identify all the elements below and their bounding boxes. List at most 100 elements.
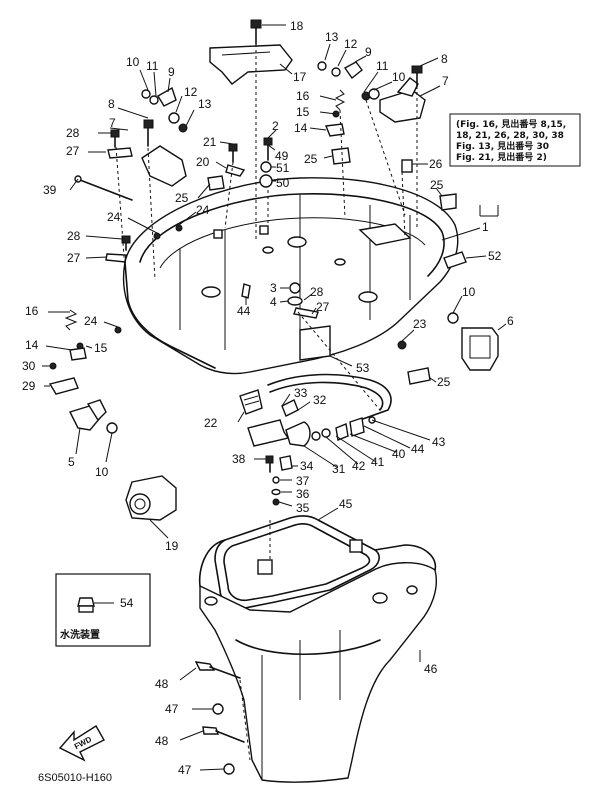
callout-47: 47: [178, 763, 192, 777]
callout-13: 13: [198, 97, 212, 111]
callout-1: 1: [482, 220, 489, 234]
callout-14: 14: [294, 121, 308, 135]
callout-27: 27: [66, 144, 80, 158]
fittings-40-44: [311, 416, 376, 441]
grommet-10-right: [447, 312, 459, 324]
callout-44: 44: [411, 442, 425, 456]
callout-7: 7: [442, 74, 449, 88]
bracket-31-34: [247, 399, 311, 471]
callout-36: 36: [296, 487, 310, 501]
callout-5: 5: [68, 455, 75, 469]
cowling-seal: [214, 515, 380, 610]
callout-10: 10: [392, 70, 406, 84]
callout-28: 28: [310, 285, 324, 299]
fasteners-35-38: [265, 455, 281, 506]
callout-11: 11: [376, 59, 389, 73]
reference-note: (Fig. 16, 見出番号 8,15, 18, 21, 26, 28, 30,…: [449, 113, 581, 217]
callout-12: 12: [344, 37, 358, 51]
callout-27: 27: [67, 251, 81, 265]
callout-45: 45: [339, 497, 353, 511]
hose-assembly: [267, 373, 392, 421]
callout-17: 17: [293, 70, 307, 84]
callout-39: 39: [43, 183, 57, 197]
callout-40: 40: [392, 447, 406, 461]
callout-25: 25: [175, 191, 189, 205]
callout-25: 25: [437, 375, 451, 389]
latch-parts-left: [141, 86, 188, 133]
rod-39: [74, 175, 133, 201]
callout-46: 46: [424, 662, 438, 676]
leader-lines: [42, 24, 507, 771]
callout-51: 51: [276, 161, 290, 175]
callout-18: 18: [290, 19, 304, 33]
cap-26: [401, 159, 413, 173]
callout-29: 29: [22, 379, 36, 393]
callout-52: 52: [488, 249, 502, 263]
callout-31: 31: [332, 462, 346, 476]
callout-11: 11: [146, 59, 159, 73]
callout-38: 38: [232, 452, 246, 466]
callout-54: 54: [120, 596, 134, 610]
callout-50: 50: [276, 176, 290, 190]
handle-6: [461, 327, 499, 371]
callout-28: 28: [67, 229, 81, 243]
latch-parts-right: [317, 61, 380, 101]
spring-set-right: [325, 89, 346, 137]
note-line-2: 18, 21, 26, 28, 30, 38: [456, 131, 564, 141]
callout-34: 34: [300, 459, 314, 473]
latch-right: [379, 65, 426, 123]
flush-fitting-54: [77, 597, 114, 613]
callout-10: 10: [95, 465, 109, 479]
switch-19: [125, 475, 177, 521]
callout-9: 9: [168, 65, 175, 79]
inset-label: 水洗装置: [59, 628, 100, 641]
callout-numbers: 18 17 13 12 9 11 10 8 7 10 11 9 12 13 8 …: [22, 19, 514, 777]
note-line-3: Fig. 13, 見出番号 30: [456, 140, 549, 152]
callout-9: 9: [365, 45, 372, 59]
plate-52: [443, 251, 467, 269]
callout-25: 25: [430, 178, 444, 192]
callout-21: 21: [203, 135, 217, 149]
callout-8: 8: [441, 52, 448, 66]
callout-26: 26: [429, 157, 443, 171]
callout-16: 16: [25, 304, 39, 318]
callout-32: 32: [313, 393, 327, 407]
callout-16: 16: [296, 89, 310, 103]
callout-48: 48: [155, 677, 169, 691]
clip-29-30: [48, 362, 79, 395]
latch-left: [141, 119, 187, 187]
clip-44: [241, 283, 251, 299]
callout-12: 12: [184, 85, 198, 99]
bottom-cowling: [122, 177, 459, 375]
callout-19: 19: [165, 539, 179, 553]
lower-cowling: [198, 539, 437, 783]
callout-10: 10: [462, 285, 476, 299]
callout-24: 24: [107, 210, 121, 224]
callout-42: 42: [352, 459, 366, 473]
callout-43: 43: [432, 435, 446, 449]
note-line-1: (Fig. 16, 見出番号 8,15,: [456, 118, 566, 130]
bolts-28: [110, 129, 131, 251]
callout-7: 7: [109, 116, 116, 130]
callout-3: 3: [270, 281, 277, 295]
callout-41: 41: [371, 455, 385, 469]
callout-47: 47: [165, 702, 179, 716]
callout-23: 23: [413, 317, 427, 331]
callout-24: 24: [196, 203, 210, 217]
callout-25: 25: [304, 152, 318, 166]
callout-28: 28: [66, 126, 80, 140]
callout-13: 13: [325, 30, 339, 44]
callout-20: 20: [196, 155, 210, 169]
bolts-47-48: [194, 661, 245, 775]
callout-6: 6: [507, 314, 514, 328]
bolts-center: [228, 137, 273, 188]
callout-4: 4: [270, 295, 277, 309]
callout-10: 10: [126, 55, 140, 69]
note-line-4: Fig. 21, 見出番号 2): [456, 151, 547, 163]
bolt-18: [250, 19, 262, 45]
callout-53: 53: [356, 361, 370, 375]
callout-30: 30: [22, 359, 36, 373]
callout-49: 49: [275, 149, 289, 163]
callout-33: 33: [294, 386, 308, 400]
